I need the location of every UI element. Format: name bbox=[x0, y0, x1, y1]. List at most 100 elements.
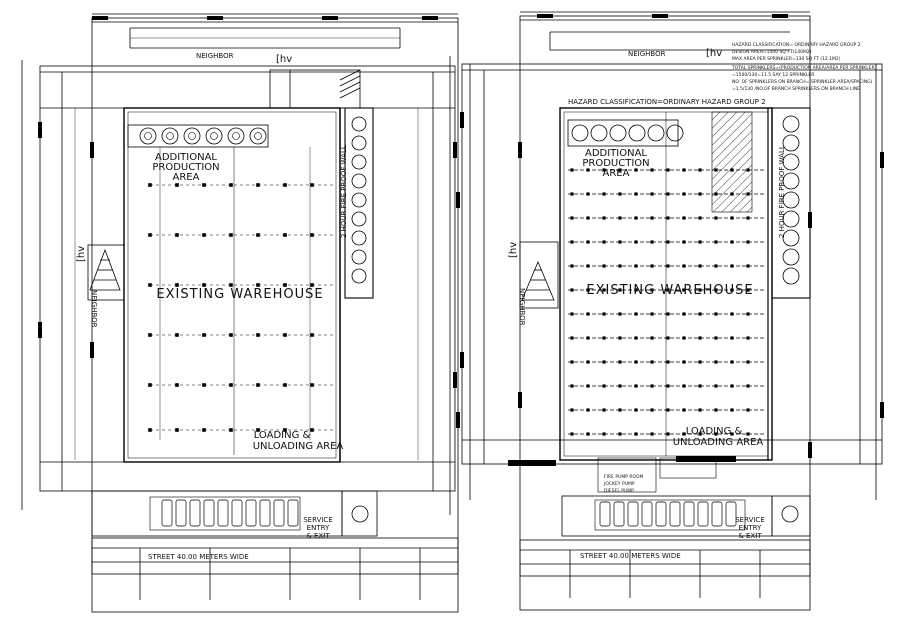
sprinkler-head bbox=[202, 428, 206, 432]
tank-symbol bbox=[647, 124, 665, 142]
tank-symbol bbox=[782, 229, 800, 247]
sprinkler-head bbox=[682, 384, 686, 388]
sprinkler-head bbox=[570, 336, 574, 340]
sprinkler-head bbox=[570, 264, 574, 268]
sprinkler-head bbox=[714, 192, 718, 196]
right-neighbor-side-label: NEIGHBOR bbox=[518, 288, 526, 326]
sprinkler-head bbox=[714, 336, 718, 340]
sprinkler-head bbox=[650, 432, 654, 436]
sprinkler-head bbox=[634, 240, 638, 244]
parking-car bbox=[231, 499, 243, 527]
sprinkler-head bbox=[666, 240, 670, 244]
sprinkler-head bbox=[666, 384, 670, 388]
sprinkler-head bbox=[618, 408, 622, 412]
sprinkler-head bbox=[602, 336, 606, 340]
sprinkler-head bbox=[714, 384, 718, 388]
wall-tick bbox=[322, 16, 338, 20]
sprinkler-head bbox=[666, 408, 670, 412]
sprinkler-head bbox=[698, 288, 702, 292]
sprinkler-head bbox=[570, 312, 574, 316]
note-line: TOTAL SPRINKLERS=(PRODUCTION AREA/AREA P… bbox=[731, 65, 877, 71]
left-warehouse-label: EXISTING WAREHOUSE bbox=[156, 287, 323, 302]
sprinkler-head bbox=[730, 360, 734, 364]
right-fire-wall-label: 2 HOUR FIRE PROOF WALL bbox=[778, 145, 786, 238]
right-service-line1: SERVICE bbox=[735, 516, 765, 524]
sprinkler-head bbox=[570, 360, 574, 364]
sprinkler-head bbox=[570, 432, 574, 436]
sprinkler-head bbox=[586, 168, 590, 172]
parking-car bbox=[655, 501, 667, 527]
sprinkler-head bbox=[746, 216, 750, 220]
right-north-mark: [hv bbox=[706, 48, 722, 59]
sprinkler-head bbox=[746, 240, 750, 244]
wall-tick bbox=[518, 392, 522, 408]
sprinkler-head bbox=[650, 264, 654, 268]
sprinkler-head bbox=[746, 192, 750, 196]
sprinkler-head bbox=[698, 336, 702, 340]
sprinkler-head bbox=[310, 283, 314, 287]
wall-tick bbox=[460, 352, 464, 368]
sprinkler-head bbox=[682, 216, 686, 220]
wall-tick bbox=[880, 402, 884, 418]
wall-tick bbox=[453, 142, 457, 158]
sprinkler-head bbox=[310, 233, 314, 237]
tank-symbol bbox=[161, 127, 179, 145]
parking-car bbox=[287, 499, 299, 527]
sprinkler-head bbox=[746, 264, 750, 268]
sprinkler-head bbox=[682, 168, 686, 172]
sprinkler-head bbox=[310, 333, 314, 337]
sprinkler-head bbox=[618, 312, 622, 316]
sprinkler-head bbox=[698, 360, 702, 364]
sprinkler-head bbox=[698, 408, 702, 412]
right-street-label: STREET 40.00 METERS WIDE bbox=[580, 552, 681, 560]
tank-symbol bbox=[351, 268, 367, 284]
sprinkler-head bbox=[634, 216, 638, 220]
wall-tick bbox=[90, 142, 94, 158]
sprinkler-head bbox=[730, 216, 734, 220]
sprinkler-head bbox=[634, 264, 638, 268]
sprinkler-head bbox=[666, 192, 670, 196]
note-line: =1500/130=11.5 SAY 12 SPRINKLER bbox=[732, 72, 814, 78]
parking-car bbox=[697, 501, 709, 527]
parking-car bbox=[245, 499, 257, 527]
tank-symbol bbox=[205, 127, 223, 145]
sprinkler-head bbox=[714, 408, 718, 412]
sprinkler-head bbox=[148, 428, 152, 432]
parking-car bbox=[161, 499, 173, 527]
tank-symbol bbox=[351, 249, 367, 265]
left-loading-line1: LOADING & bbox=[254, 430, 311, 441]
sprinkler-head bbox=[730, 264, 734, 268]
sprinkler-head bbox=[634, 288, 638, 292]
sprinkler-head bbox=[229, 333, 233, 337]
sprinkler-head bbox=[310, 383, 314, 387]
sprinkler-head bbox=[602, 312, 606, 316]
sprinkler-head bbox=[148, 233, 152, 237]
tank-symbol bbox=[782, 191, 800, 209]
sprinkler-head bbox=[570, 408, 574, 412]
sprinkler-head bbox=[650, 216, 654, 220]
right-loading-line2: UNLOADING AREA bbox=[673, 437, 764, 448]
tank-symbol bbox=[782, 172, 800, 190]
sprinkler-head bbox=[682, 192, 686, 196]
sprinkler-head bbox=[586, 432, 590, 436]
right-design-notes: HAZARD CLASSIFICATION= ORDINARY HAZARD G… bbox=[731, 42, 877, 92]
wall-tick bbox=[518, 142, 522, 158]
right-production-line3: AREA bbox=[603, 168, 630, 179]
sprinkler-head bbox=[570, 384, 574, 388]
right-site-boundary bbox=[461, 63, 883, 465]
sprinkler-head bbox=[229, 428, 233, 432]
sprinkler-head bbox=[618, 168, 622, 172]
note-line: =1.5/130 /NO.OF BRANCH SPRINKLERS ON BRA… bbox=[732, 86, 860, 92]
left-neighbor-top-label: NEIGHBOR bbox=[196, 52, 234, 60]
tank-symbol bbox=[782, 267, 800, 285]
parking-car bbox=[641, 501, 653, 527]
sprinkler-head bbox=[586, 264, 590, 268]
left-loading-line2: UNLOADING AREA bbox=[253, 441, 344, 452]
sprinkler-head bbox=[586, 312, 590, 316]
left-production-line2: PRODUCTION bbox=[152, 162, 219, 173]
sprinkler-head bbox=[730, 408, 734, 412]
sprinkler-head bbox=[746, 432, 750, 436]
tank-symbol bbox=[351, 192, 367, 208]
left-production-line1: ADDITIONAL bbox=[155, 152, 217, 163]
sprinkler-head bbox=[666, 312, 670, 316]
